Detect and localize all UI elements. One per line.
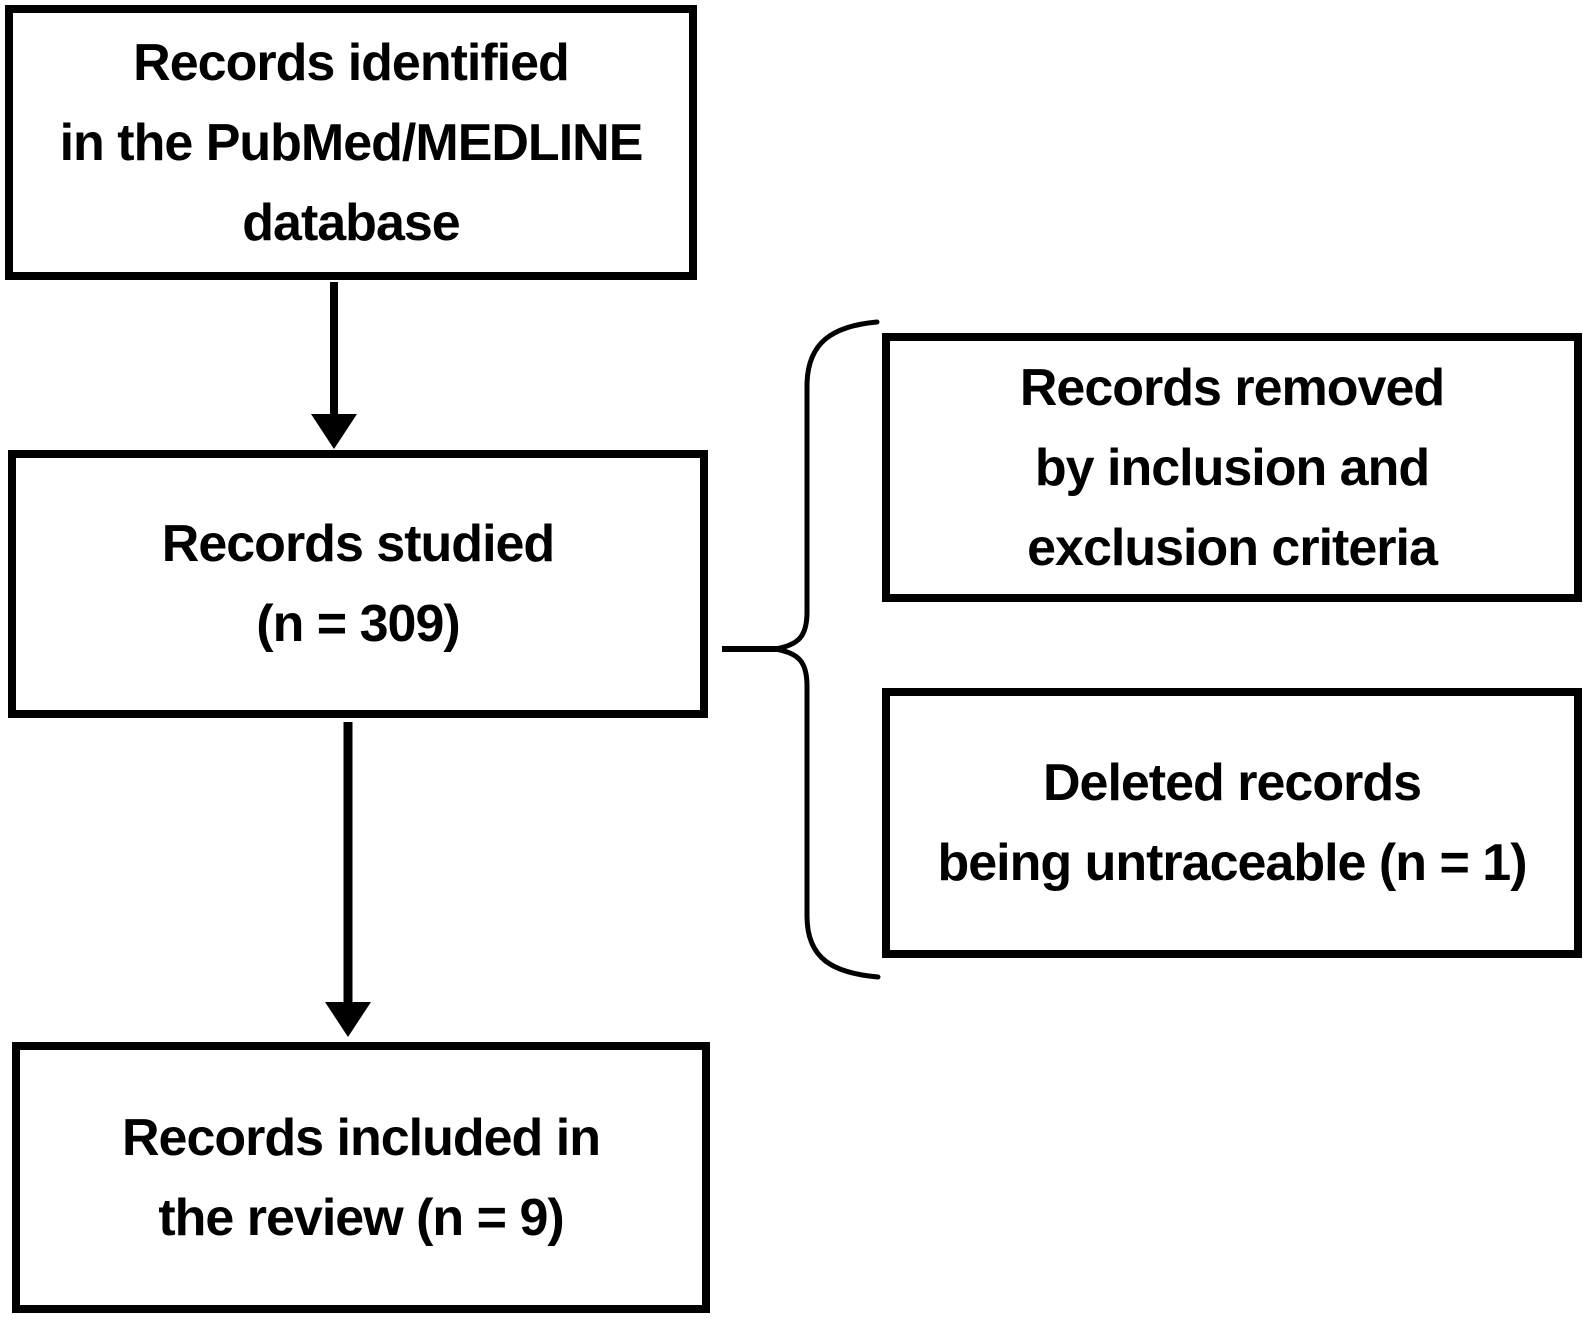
node-records-studied: Records studied (n = 309): [8, 450, 708, 718]
down-arrow-icon: [311, 282, 357, 449]
node-line: Records included in: [122, 1108, 601, 1167]
node-records-removed: Records removed by inclusion and exclusi…: [882, 333, 1582, 602]
node-line: Records identified: [133, 33, 570, 92]
node-line: exclusion criteria: [1027, 518, 1438, 577]
node-line: by inclusion and: [1034, 438, 1430, 497]
curly-brace-icon: [774, 319, 881, 980]
node-records-identified: Records identified in the PubMed/MEDLINE…: [5, 5, 697, 280]
node-line: the review (n = 9): [158, 1188, 564, 1247]
node-records-included: Records included in the review (n = 9): [12, 1042, 710, 1313]
node-records-deleted: Deleted records being untraceable (n = 1…: [882, 688, 1582, 958]
node-line: database: [242, 193, 460, 252]
node-line: in the PubMed/MEDLINE: [59, 113, 644, 172]
node-line: Records studied: [161, 515, 555, 573]
node-line: being untraceable (n = 1): [937, 834, 1527, 892]
node-line: (n = 309): [256, 595, 460, 653]
down-arrow-icon: [325, 722, 371, 1037]
node-line: Deleted records: [1042, 754, 1422, 812]
node-line: Records removed: [1019, 358, 1445, 417]
